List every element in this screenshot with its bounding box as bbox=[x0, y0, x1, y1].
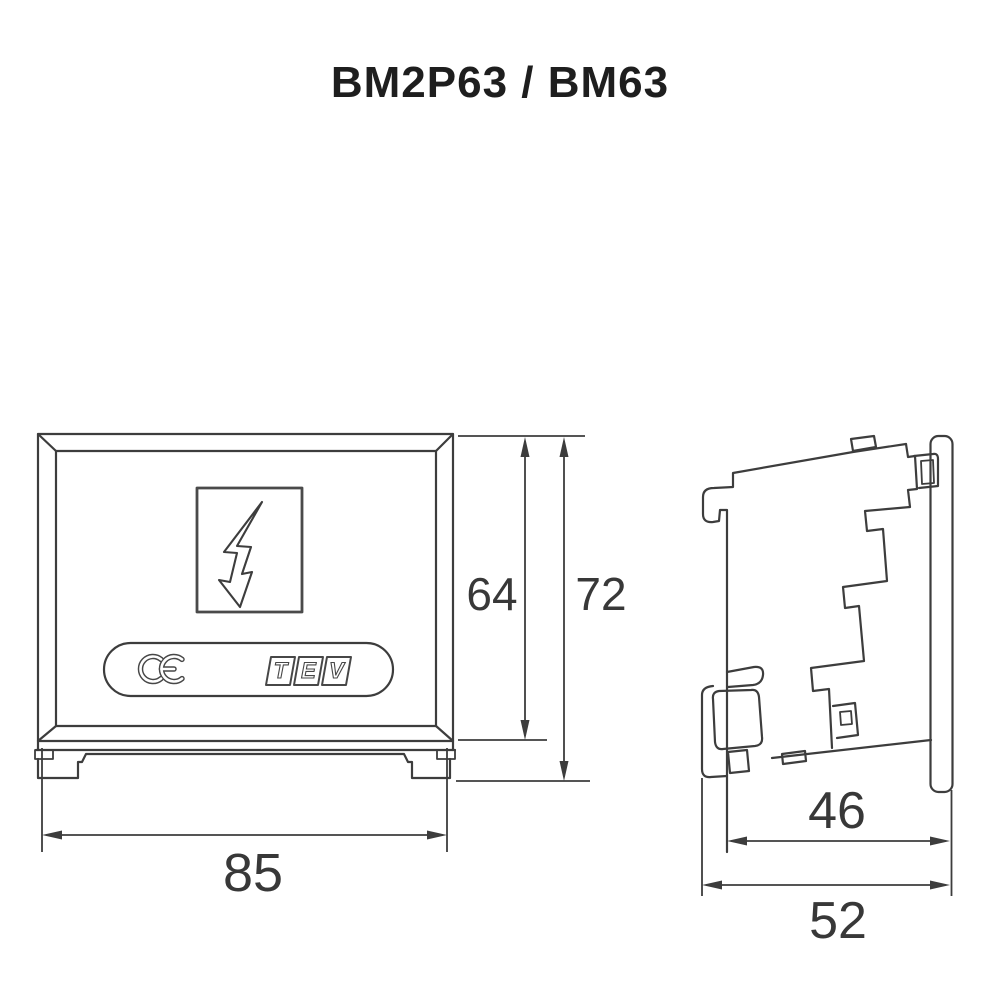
page-title: BM2P63 / BM63 bbox=[330, 58, 670, 107]
tev-logo: T E V bbox=[265, 656, 352, 686]
base-and-feet bbox=[34, 739, 457, 780]
bottom-tab bbox=[780, 749, 808, 766]
dimension-overall-height-72: 72 bbox=[456, 437, 627, 782]
bottom-edge bbox=[770, 738, 933, 760]
stepped-profile bbox=[809, 442, 919, 750]
dimension-body-depth-46: 46 bbox=[727, 782, 953, 896]
side-view bbox=[700, 434, 954, 854]
dim-label-64: 64 bbox=[466, 568, 517, 620]
bottom-latch bbox=[831, 701, 860, 740]
tev-letter-v: V bbox=[329, 658, 346, 683]
body-top-and-left-edge bbox=[701, 442, 908, 854]
din-rail-clip bbox=[700, 684, 764, 779]
top-tab bbox=[849, 434, 878, 453]
ce-mark bbox=[137, 653, 185, 685]
dimension-width-85: 85 bbox=[41, 748, 448, 903]
dim-label-85: 85 bbox=[223, 843, 283, 903]
rear-plate bbox=[929, 434, 954, 794]
housing-frame bbox=[36, 432, 455, 743]
dimension-overall-depth-52: 52 bbox=[701, 778, 950, 950]
dimension-body-height-64: 64 bbox=[458, 435, 585, 741]
dim-label-52: 52 bbox=[809, 892, 867, 950]
marking-badge: T E V bbox=[102, 641, 395, 698]
clip-ledge bbox=[725, 665, 765, 689]
front-view: T E V bbox=[34, 432, 457, 780]
tev-letter-t: T bbox=[274, 658, 289, 683]
top-right-clip bbox=[912, 452, 940, 490]
tev-letter-e: E bbox=[301, 658, 317, 683]
lightning-bolt-icon bbox=[195, 486, 304, 614]
dim-label-72: 72 bbox=[575, 568, 626, 620]
dim-label-46: 46 bbox=[808, 782, 866, 840]
